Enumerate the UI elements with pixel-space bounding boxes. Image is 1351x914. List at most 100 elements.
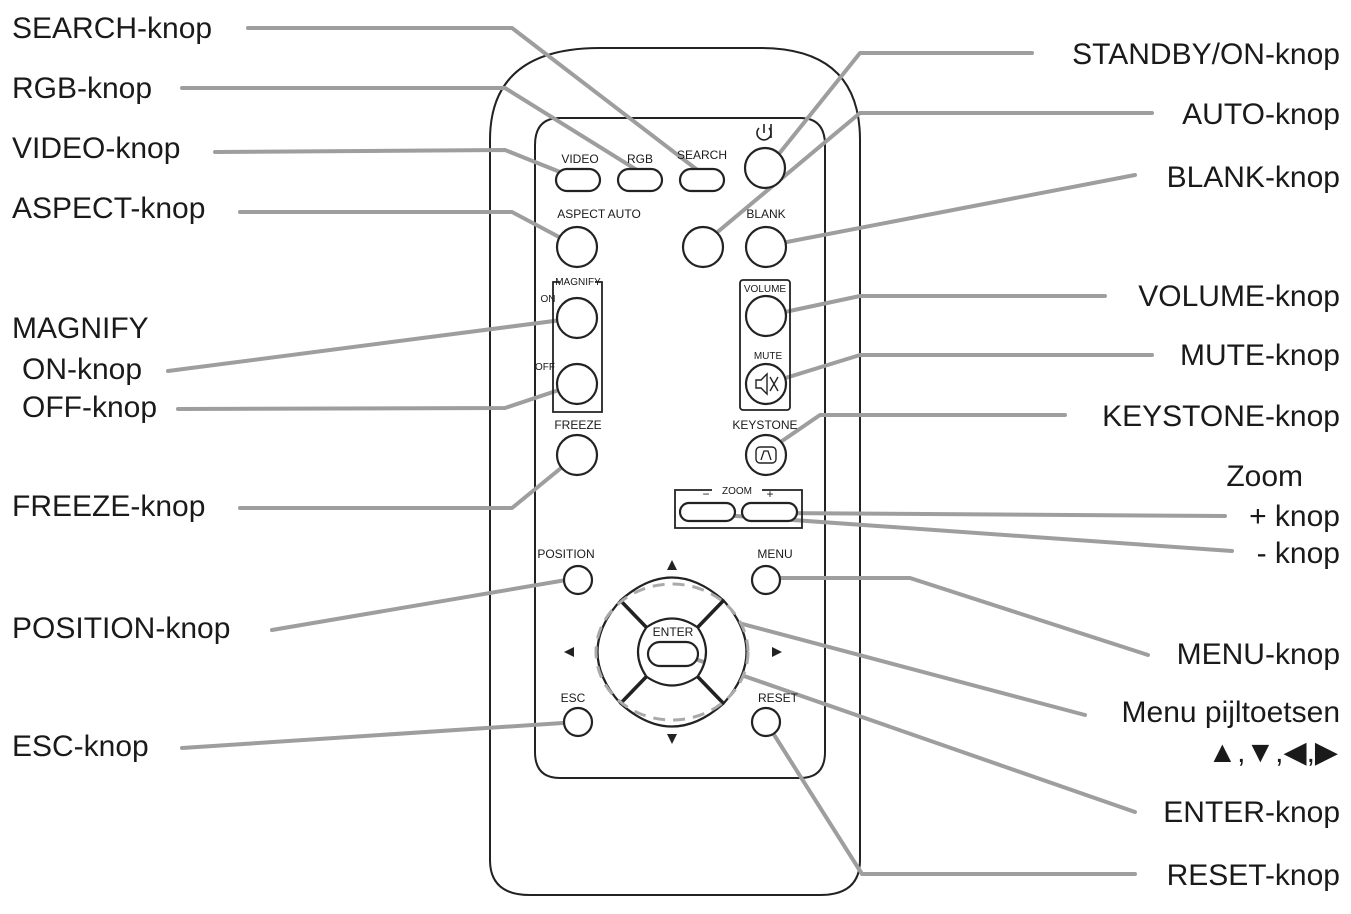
volume-mute-group: VOLUME MUTE — [739, 279, 791, 411]
auto-button[interactable] — [681, 225, 725, 269]
callout-zoom-title: Zoom — [1226, 460, 1303, 493]
callout-magnify-on: ON-knop — [22, 353, 142, 386]
search-label: SEARCH — [677, 148, 727, 162]
esc-button[interactable] — [562, 706, 594, 738]
zoom-label: ZOOM — [722, 486, 752, 497]
position-label: POSITION — [537, 547, 594, 561]
enter-button[interactable] — [646, 640, 700, 668]
leader-zoom-plus — [768, 511, 1227, 518]
leader-aspect — [238, 210, 578, 248]
standby-on-button[interactable] — [743, 146, 787, 190]
leader-arrows — [733, 620, 1087, 717]
callout-freeze: FREEZE-knop — [12, 490, 205, 523]
callout-esc: ESC-knop — [12, 730, 149, 763]
callout-menu: MENU-knop — [1177, 638, 1340, 671]
keystone-icon — [755, 446, 777, 464]
magnify-label: MAGNIFY — [555, 277, 601, 288]
callout-standby: STANDBY/ON-knop — [1072, 38, 1340, 71]
callout-aspect: ASPECT-knop — [12, 192, 205, 225]
arrow-right-icon — [772, 647, 782, 657]
blank-button[interactable] — [744, 225, 788, 269]
down-arrow-key[interactable] — [619, 675, 725, 728]
aspect-button[interactable] — [555, 225, 599, 269]
enter-label: ENTER — [653, 625, 694, 639]
callout-search: SEARCH-knop — [12, 12, 212, 45]
leader-video — [213, 148, 577, 180]
power-icon — [756, 124, 772, 141]
leader-enter — [673, 650, 1137, 814]
video-label: VIDEO — [561, 152, 598, 166]
magnify-group: MAGNIFY ON OFF — [535, 277, 603, 413]
menu-arrow-pad: ENTER — [564, 560, 782, 744]
menu-button[interactable] — [750, 564, 782, 596]
zoom-minus-button[interactable] — [678, 501, 737, 523]
callout-volume: VOLUME-knop — [1138, 280, 1340, 313]
callout-enter: ENTER-knop — [1163, 796, 1340, 829]
leader-freeze — [238, 453, 579, 510]
volume-button[interactable] — [744, 294, 788, 338]
aspect-auto-label: ASPECT AUTO — [557, 207, 641, 221]
callout-arrows-symbols: ▲,▼,◀,▶ — [1207, 736, 1338, 769]
zoom-group: ZOOM − + — [674, 486, 803, 529]
leader-reset — [764, 720, 1137, 876]
leader-position — [270, 576, 580, 632]
callout-keystone: KEYSTONE-knop — [1102, 400, 1340, 433]
reset-label: RESET — [758, 691, 799, 705]
mute-label: MUTE — [754, 351, 783, 362]
reset-button[interactable] — [750, 706, 782, 738]
arrow-pad-dashed-ring — [594, 582, 750, 722]
zoom-plus-label: + — [766, 487, 773, 501]
callout-rgb: RGB-knop — [12, 72, 152, 105]
search-button[interactable] — [678, 167, 726, 193]
arrow-left-icon — [564, 647, 574, 657]
callout-mute: MUTE-knop — [1180, 339, 1340, 372]
freeze-button[interactable] — [555, 433, 599, 477]
keystone-button[interactable] — [744, 433, 788, 477]
callout-magnify-off: OFF-knop — [22, 391, 157, 424]
volume-label: VOLUME — [744, 284, 787, 295]
esc-label: ESC — [561, 691, 586, 705]
position-button[interactable] — [562, 564, 594, 596]
callout-auto: AUTO-knop — [1182, 98, 1340, 131]
arrow-up-icon — [667, 560, 677, 570]
magnify-off-button[interactable] — [555, 362, 599, 406]
leader-auto — [700, 111, 1154, 247]
speaker-mute-icon — [755, 372, 779, 396]
leader-keystone — [764, 413, 1067, 454]
rgb-button[interactable] — [616, 167, 664, 193]
callout-blank: BLANK-knop — [1167, 161, 1340, 194]
video-button[interactable] — [554, 167, 602, 193]
callout-zoom-minus: - knop — [1257, 537, 1340, 570]
zoom-minus-label: − — [702, 487, 709, 501]
menu-label: MENU — [757, 547, 792, 561]
callout-reset: RESET-knop — [1167, 859, 1340, 892]
magnify-on-label: ON — [541, 294, 556, 305]
callout-arrows-title: Menu pijltoetsen — [1122, 696, 1340, 729]
blank-label: BLANK — [746, 207, 785, 221]
leader-blank — [764, 173, 1137, 248]
leader-magnify-on — [166, 316, 579, 373]
up-arrow-key[interactable] — [619, 576, 725, 629]
leader-volume — [764, 294, 1107, 318]
callout-position: POSITION-knop — [12, 612, 230, 645]
freeze-label: FREEZE — [554, 418, 601, 432]
magnify-on-button[interactable] — [555, 296, 599, 340]
leader-standby — [764, 51, 1034, 172]
zoom-plus-button[interactable] — [740, 501, 799, 523]
leader-search — [246, 26, 702, 174]
magnify-off-label: OFF — [535, 362, 555, 373]
arrow-down-icon — [667, 734, 677, 744]
leader-esc — [180, 720, 580, 750]
right-arrow-key[interactable] — [696, 599, 748, 705]
callout-zoom-plus: + knop — [1249, 500, 1340, 533]
callouts-right: STANDBY/ON-knop AUTO-knop BLANK-knop VOL… — [1072, 38, 1340, 892]
rgb-label: RGB — [627, 152, 653, 166]
callouts-left: SEARCH-knop RGB-knop VIDEO-knop ASPECT-k… — [12, 12, 230, 763]
leader-rgb — [180, 86, 642, 174]
mute-button[interactable] — [744, 362, 788, 406]
callout-magnify-title: MAGNIFY — [12, 312, 149, 345]
leader-zoom-minus — [706, 512, 1234, 553]
leader-mute — [764, 353, 1154, 386]
